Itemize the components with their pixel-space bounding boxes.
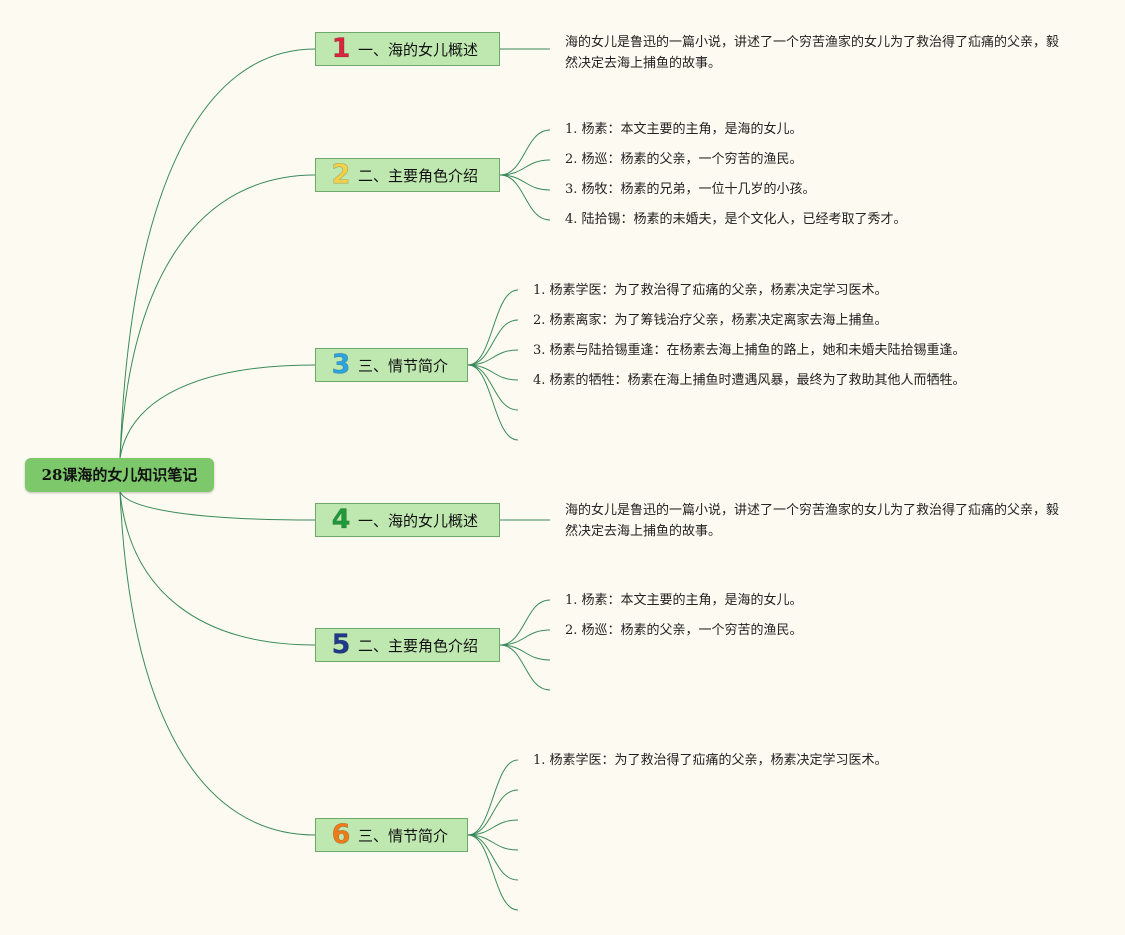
branch-1-label: 一、海的女儿概述	[358, 40, 479, 59]
branch-5[interactable]: 5 二、主要角色介绍	[315, 628, 500, 662]
branch-6-link-2	[467, 789, 519, 836]
branch-2-item-2[interactable]: 2. 杨巡：杨素的父亲，一个穷苦的渔民。	[565, 152, 803, 167]
branch-2-item-3[interactable]: 3. 杨牧：杨素的兄弟，一位十几岁的小孩。	[565, 182, 816, 197]
branch-3-label: 三、情节简介	[358, 356, 449, 375]
branch-4-summary[interactable]: 海的女儿是鲁迅的一篇小说，讲述了一个穷苦渔家的女儿为了救治得了疝痛的父亲，毅然决…	[565, 503, 1060, 539]
branch-3-link-5	[467, 364, 519, 411]
root-link-6	[119, 491, 316, 836]
branch-2-link-2	[499, 159, 551, 176]
branch-6-label: 三、情节简介	[358, 826, 449, 845]
branch-6-item-1[interactable]: 1. 杨素学医：为了救治得了疝痛的父亲，杨素决定学习医术。	[533, 753, 888, 768]
branch-5-link-2	[499, 629, 551, 646]
branch-1-summary[interactable]: 海的女儿是鲁迅的一篇小说，讲述了一个穷苦渔家的女儿为了救治得了疝痛的父亲，毅然决…	[565, 35, 1060, 71]
number-3-icon: 3	[331, 349, 351, 380]
branch-3-item-1[interactable]: 1. 杨素学医：为了救治得了疝痛的父亲，杨素决定学习医术。	[533, 283, 888, 298]
branch-2-link-3	[499, 174, 551, 191]
branch-2-link-1	[499, 129, 551, 176]
number-4-icon: 4	[331, 504, 351, 535]
branch-5-link-4	[499, 644, 551, 691]
branch-3-item-2[interactable]: 2. 杨素离家：为了筹钱治疗父亲，杨素决定离家去海上捕鱼。	[533, 313, 888, 328]
branch-2-label: 二、主要角色介绍	[358, 166, 479, 185]
branch-1[interactable]: 1 一、海的女儿概述	[315, 32, 500, 66]
branch-6-link-1	[467, 759, 519, 836]
branch-2-item-1[interactable]: 1. 杨素：本文主要的主角，是海的女儿。	[565, 122, 803, 137]
branch-6-link-4	[467, 834, 519, 851]
branch-3-item-3[interactable]: 3. 杨素与陆拾锡重逢：在杨素去海上捕鱼的路上，她和未婚夫陆拾锡重逢。	[533, 343, 966, 358]
branch-3-link-6	[467, 364, 519, 441]
branch-3-link-1	[467, 289, 519, 366]
number-1-icon: 1	[331, 33, 351, 64]
branch-2[interactable]: 2 二、主要角色介绍	[315, 158, 500, 192]
number-5-icon: 5	[331, 629, 351, 660]
branch-3-link-4	[467, 364, 519, 381]
number-2-icon: 2	[331, 159, 351, 190]
branch-3-item-4[interactable]: 4. 杨素的牺牲：杨素在海上捕鱼时遭遇风暴，最终为了救助其他人而牺牲。	[533, 373, 966, 388]
root-link-5	[119, 491, 316, 646]
branch-6[interactable]: 6 三、情节简介	[315, 818, 468, 852]
branch-3[interactable]: 3 三、情节简介	[315, 348, 468, 382]
branch-2-link-4	[499, 174, 551, 221]
branch-6-link-6	[467, 834, 519, 911]
branch-2-item-4[interactable]: 4. 陆拾锡：杨素的未婚夫，是个文化人，已经考取了秀才。	[565, 212, 907, 227]
branch-5-link-3	[499, 644, 551, 661]
root-link-3	[119, 364, 316, 459]
branch-3-link-2	[467, 319, 519, 366]
branch-3-link-3	[467, 349, 519, 366]
branch-6-link-5	[467, 834, 519, 881]
branch-4-label: 一、海的女儿概述	[358, 511, 479, 530]
branch-5-label: 二、主要角色介绍	[358, 636, 479, 655]
root-topic[interactable]: 28课海的女儿知识笔记	[25, 458, 214, 492]
root-link-1	[119, 48, 316, 459]
root-link-4	[119, 491, 316, 521]
branch-5-link-1	[499, 599, 551, 646]
root-link-2	[119, 174, 316, 459]
branch-5-item-1[interactable]: 1. 杨素：本文主要的主角，是海的女儿。	[565, 593, 803, 608]
branch-5-item-2[interactable]: 2. 杨巡：杨素的父亲，一个穷苦的渔民。	[565, 623, 803, 638]
branch-6-link-3	[467, 819, 519, 836]
branch-4[interactable]: 4 一、海的女儿概述	[315, 503, 500, 537]
number-6-icon: 6	[331, 819, 351, 850]
